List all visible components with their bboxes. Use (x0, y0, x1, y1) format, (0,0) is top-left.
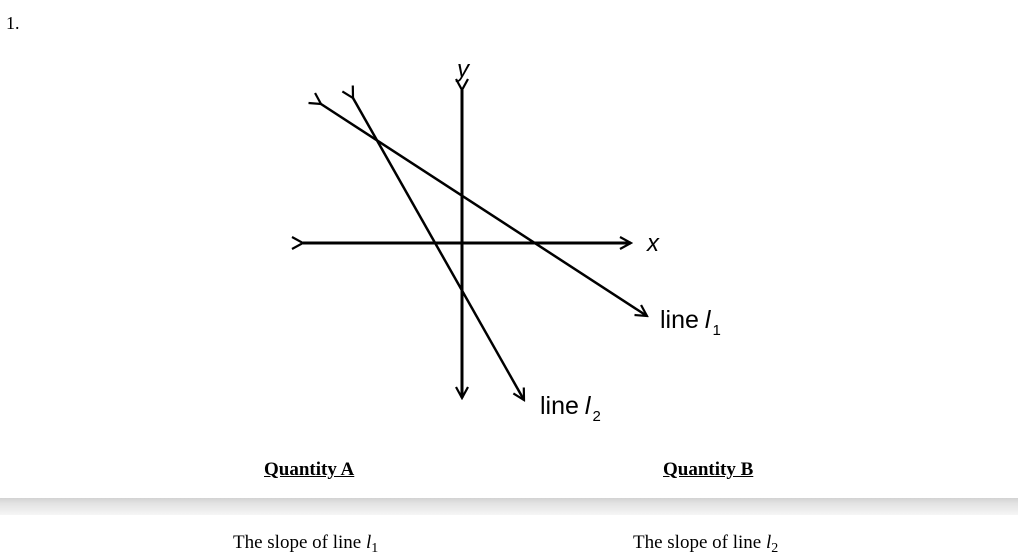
line-l1-word: line (660, 306, 699, 334)
y-axis-label: y (455, 58, 471, 83)
quantity-b-subscript: 2 (771, 541, 779, 556)
quantity-a-var: l (365, 532, 372, 553)
quantity-b-phrase: The slope of line (633, 532, 766, 553)
line-l1 (321, 104, 647, 316)
question-number: 1. (6, 13, 20, 33)
line-l2 (353, 98, 524, 400)
line-l2-var: l (585, 392, 592, 420)
line-l1-var: l (705, 306, 712, 334)
quantity-a-phrase: The slope of line (233, 532, 366, 553)
quantity-a-subscript: 1 (371, 541, 379, 556)
quantity-a-text: The slope of line l1 (233, 532, 379, 556)
line-l2-subscript: 2 (592, 408, 600, 425)
quantity-a-header: Quantity A (264, 459, 355, 480)
line-l1-subscript: 1 (712, 322, 720, 339)
line-l2-word: line (540, 392, 579, 420)
quantity-b-text: The slope of line l2 (633, 532, 779, 556)
divider-bar (0, 498, 1018, 515)
quantity-b-var: l (765, 532, 772, 553)
quantity-b-header: Quantity B (663, 459, 754, 480)
x-axis-label: x (646, 230, 660, 257)
